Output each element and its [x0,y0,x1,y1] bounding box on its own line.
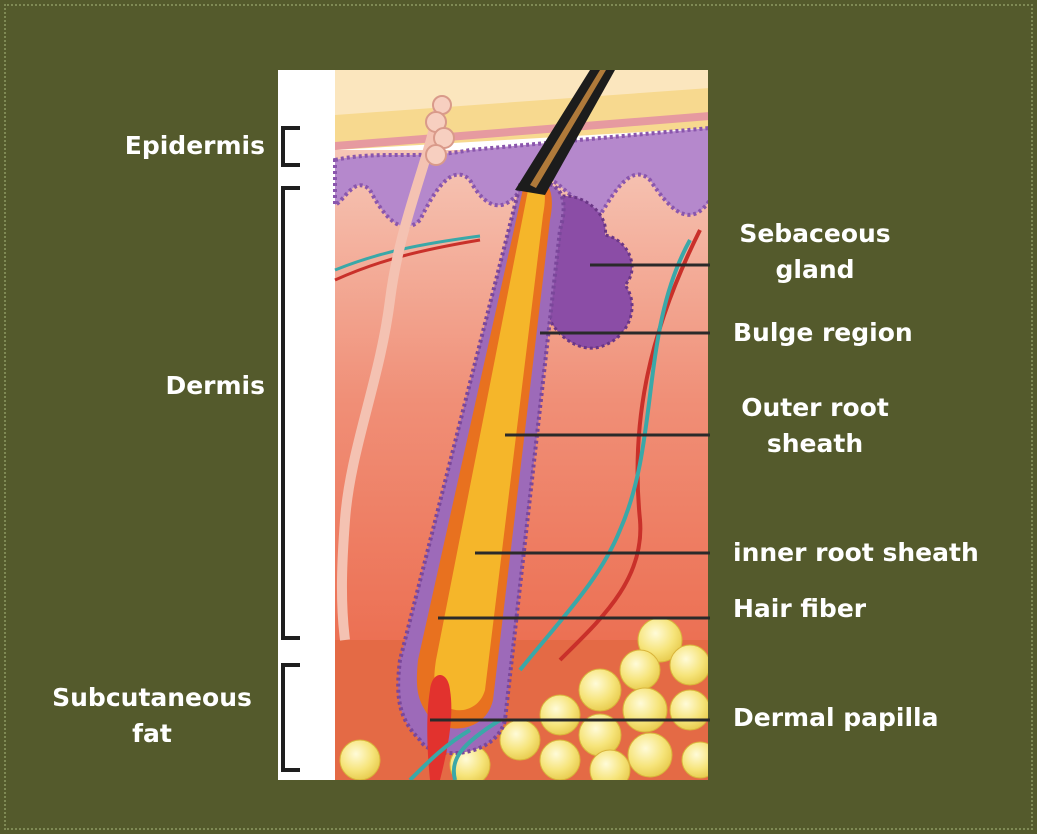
label-sebaceous-gland: Sebaceous gland [725,216,905,288]
label-inner-root-sheath: inner root sheath [733,535,979,571]
label-dermal-papilla: Dermal papilla [733,700,938,736]
label-outer-root-sheath: Outer root sheath [725,390,905,462]
label-subcutaneous-line2: fat [36,716,268,752]
label-subcutaneous-line1: Subcutaneous [36,680,268,716]
label-subcutaneous-fat: Subcutaneous fat [36,680,268,752]
label-hair-fiber: Hair fiber [733,591,866,627]
label-outer-root-line1: Outer root [725,390,905,426]
label-dermis: Dermis [165,368,265,404]
label-bulge-region: Bulge region [733,315,913,351]
label-sebaceous-line2: gland [725,252,905,288]
label-sebaceous-line1: Sebaceous [725,216,905,252]
label-outer-root-line2: sheath [725,426,905,462]
label-epidermis: Epidermis [125,128,265,164]
